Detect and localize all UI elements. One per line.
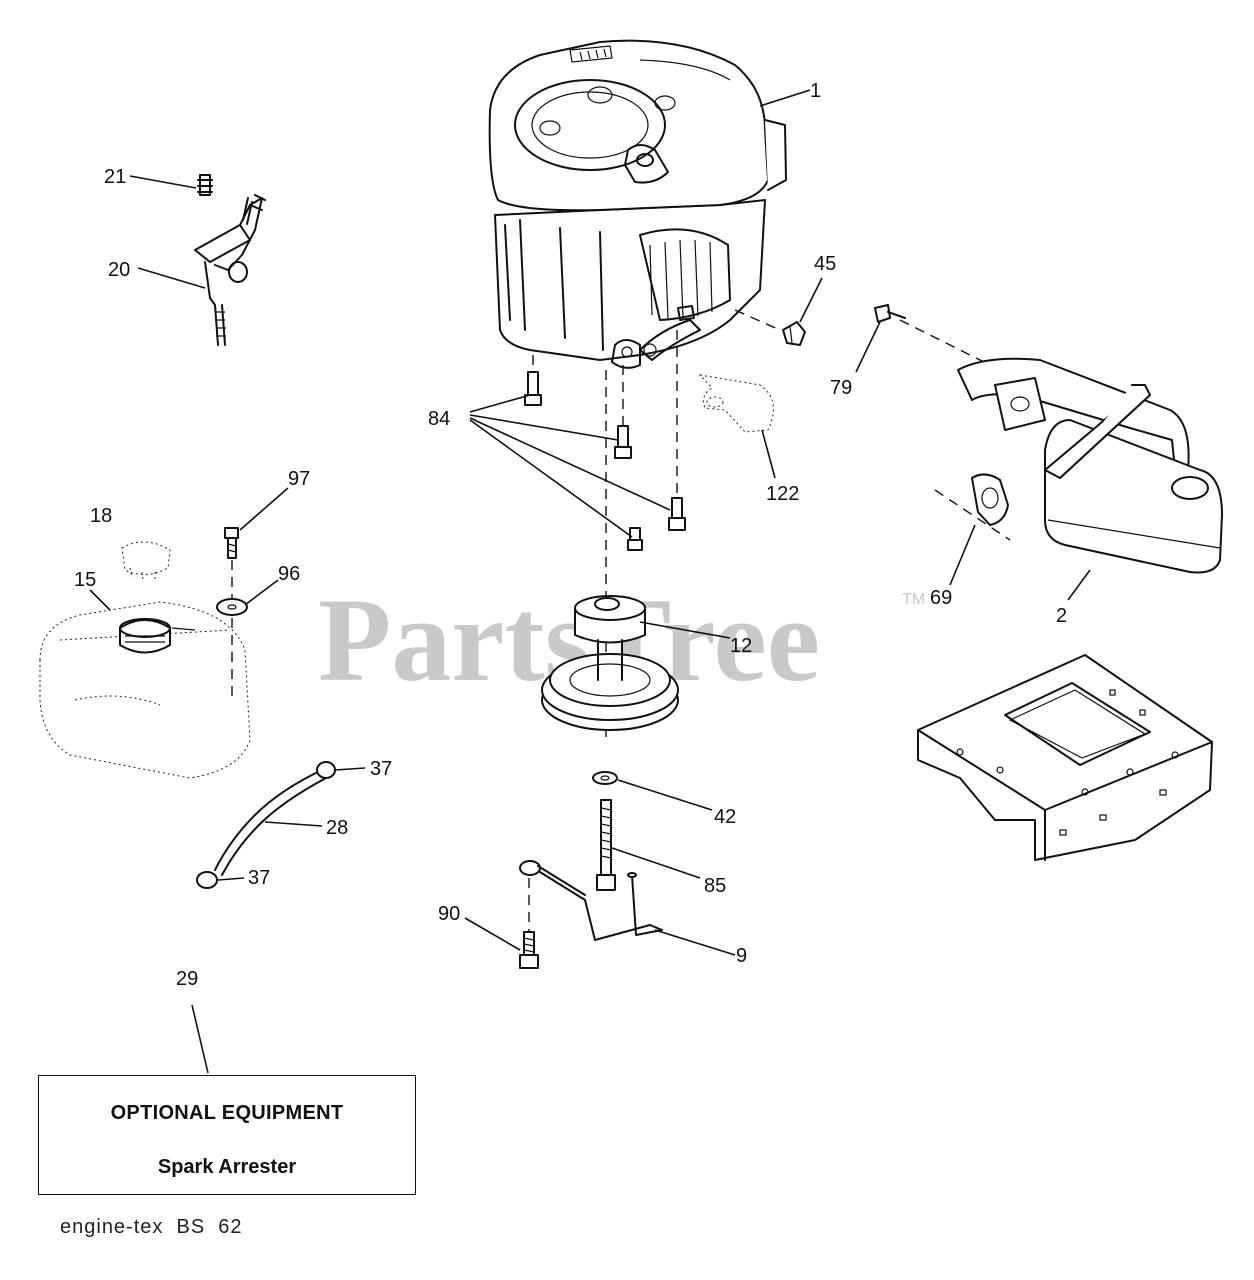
callout-42: 42 bbox=[714, 806, 736, 828]
fuel-cap-part-18[interactable] bbox=[121, 541, 171, 581]
callout-15: 15 bbox=[74, 569, 96, 591]
callout-20: 20 bbox=[108, 259, 130, 281]
ghost-part-122[interactable] bbox=[698, 374, 774, 433]
callout-2: 2 bbox=[1056, 605, 1067, 627]
callout-122: 122 bbox=[766, 483, 799, 505]
callout-79: 79 bbox=[830, 377, 852, 399]
pulley-part-12[interactable] bbox=[541, 595, 679, 731]
callout-1: 1 bbox=[810, 80, 821, 102]
callout-29: 29 bbox=[176, 968, 198, 990]
washer-part-42[interactable] bbox=[592, 771, 618, 785]
callout-96: 96 bbox=[278, 563, 300, 585]
clamp-part-37-bottom[interactable] bbox=[196, 871, 218, 889]
callout-90: 90 bbox=[438, 903, 460, 925]
diagram-code: engine-tex BS 62 bbox=[60, 1216, 243, 1238]
rod-part-9[interactable] bbox=[519, 860, 663, 941]
callout-37-bottom: 37 bbox=[248, 867, 270, 889]
callout-97: 97 bbox=[288, 468, 310, 490]
callout-85: 85 bbox=[704, 875, 726, 897]
engine-part[interactable] bbox=[488, 39, 787, 369]
bolt-part-90[interactable] bbox=[519, 931, 539, 969]
optional-equipment-item: Spark Arrester bbox=[157, 1156, 297, 1178]
callout-69: 69 bbox=[930, 587, 952, 609]
callout-21: 21 bbox=[104, 166, 126, 188]
callout-9: 9 bbox=[736, 945, 747, 967]
engine-mount-plate-part[interactable] bbox=[917, 654, 1213, 861]
nut-part-45[interactable] bbox=[782, 321, 806, 346]
gasket-part-69[interactable] bbox=[971, 473, 1009, 526]
callout-18: 18 bbox=[90, 505, 112, 527]
bolt-part-79[interactable] bbox=[874, 304, 906, 323]
bolt-part-85[interactable] bbox=[596, 799, 616, 891]
fuel-tank-part-15[interactable] bbox=[39, 601, 251, 779]
bolt-part-84[interactable] bbox=[524, 371, 686, 551]
callout-37-top: 37 bbox=[370, 758, 392, 780]
callout-84: 84 bbox=[428, 408, 450, 430]
muffler-part[interactable] bbox=[957, 357, 1223, 574]
watermark-tm: TM bbox=[902, 591, 925, 608]
callout-28: 28 bbox=[326, 817, 348, 839]
screw-part-97[interactable] bbox=[224, 527, 239, 559]
throttle-control-part[interactable] bbox=[194, 174, 266, 346]
optional-equipment-box: OPTIONAL EQUIPMENT Spark Arrester bbox=[38, 1075, 416, 1195]
optional-equipment-title: OPTIONAL EQUIPMENT bbox=[110, 1102, 344, 1124]
fuel-line-part-28[interactable] bbox=[214, 769, 327, 876]
callout-12: 12 bbox=[730, 635, 752, 657]
leader-1 bbox=[759, 89, 811, 107]
clamp-part-37-top[interactable] bbox=[316, 761, 336, 779]
washer-part-96[interactable] bbox=[216, 598, 248, 616]
callout-45: 45 bbox=[814, 253, 836, 275]
